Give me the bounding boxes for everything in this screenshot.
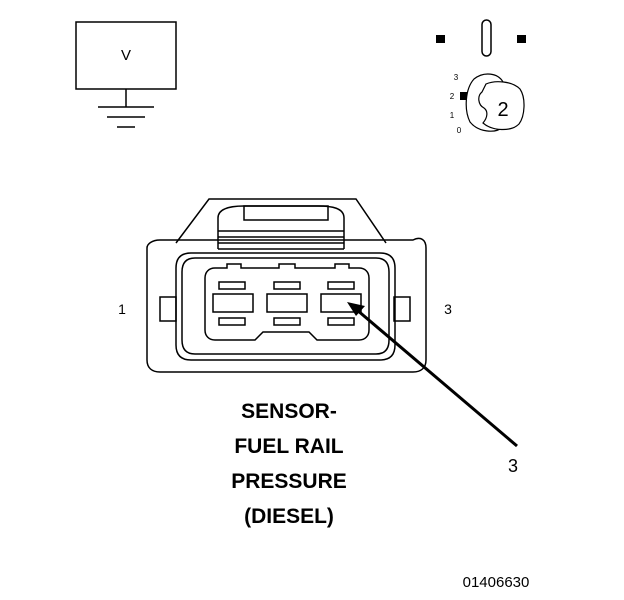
selector-position-0: 0: [457, 126, 462, 135]
probe-center-pin: [481, 19, 492, 57]
ground-symbol-icon: [98, 89, 154, 128]
pin-label-right: 3: [444, 301, 452, 317]
selector-knob: [478, 81, 525, 131]
connector-latch: [175, 198, 387, 244]
pin-cavity: [204, 263, 370, 341]
selector-switch-icon: 3 2 1 0 2: [450, 73, 525, 135]
title-line-2: FUEL RAIL: [234, 435, 343, 458]
component-title: SENSOR- FUEL RAIL PRESSURE (DIESEL): [231, 400, 347, 528]
pin-label-left: 1: [118, 301, 126, 317]
title-line-4: (DIESEL): [244, 505, 334, 528]
pin-slot-3: [320, 293, 362, 313]
title-line-3: PRESSURE: [231, 470, 347, 493]
figure-id: 01406630: [463, 574, 530, 591]
connector-body: [146, 237, 427, 373]
selector-position-1: 1: [450, 111, 455, 120]
callout-arrow: [347, 302, 518, 448]
probe-right-terminal: [517, 35, 526, 43]
pin-slot-2: [266, 293, 308, 313]
selector-selected-value: 2: [497, 99, 508, 121]
pin-slot-1: [212, 293, 254, 313]
selector-indicator-marker: [460, 92, 467, 100]
callout-label: 3: [508, 456, 518, 476]
probe-icon: [436, 19, 526, 57]
selector-position-3: 3: [454, 73, 459, 82]
probe-left-terminal: [436, 35, 445, 43]
voltmeter-icon: V: [75, 21, 177, 128]
connector-icon: [146, 198, 427, 373]
title-line-1: SENSOR-: [241, 400, 337, 423]
meter-mode-label: V: [121, 47, 131, 64]
selector-position-2: 2: [450, 92, 455, 101]
